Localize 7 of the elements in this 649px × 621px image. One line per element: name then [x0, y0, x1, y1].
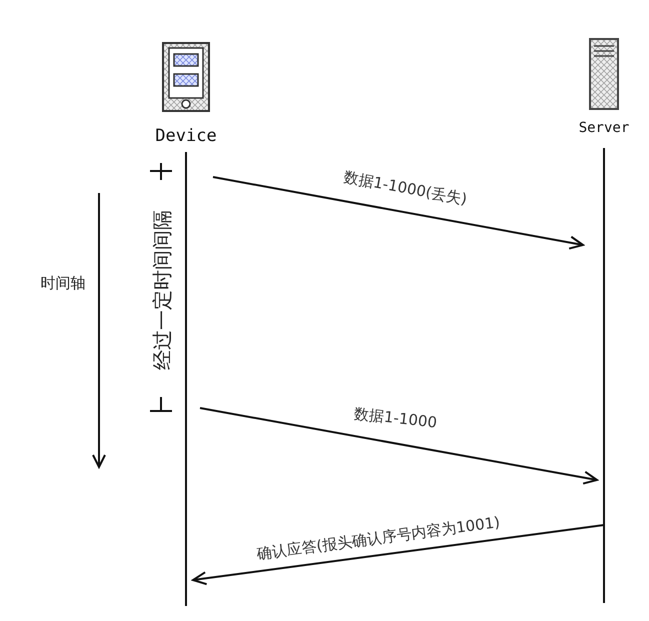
node-label: Device [155, 126, 217, 146]
axis-label: 时间轴 [38, 274, 88, 292]
arrow [212, 176, 584, 250]
interval-label: 经过一定时间间隔 [150, 208, 174, 372]
arrow [192, 524, 604, 586]
node-label: Server [578, 120, 630, 136]
arrow [200, 407, 598, 485]
